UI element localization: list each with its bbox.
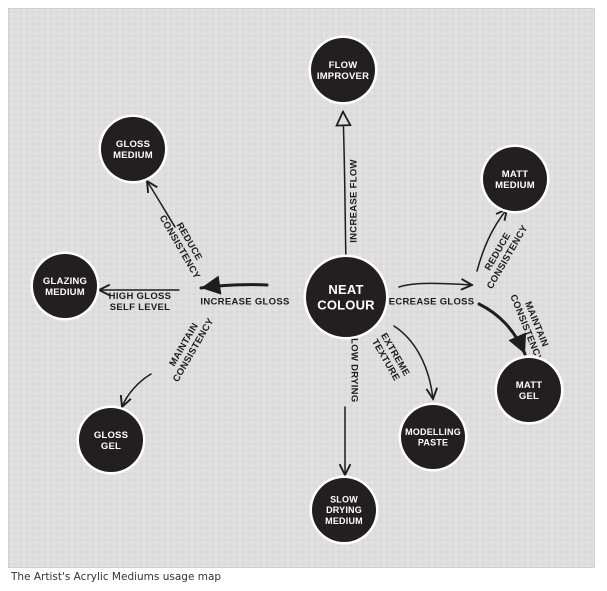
- node-label: DRYING: [326, 505, 362, 515]
- edge-increase-flow-line: [343, 113, 346, 264]
- node-label: GEL: [101, 441, 121, 452]
- edge-label-text: INCREASE FLOW: [349, 159, 360, 243]
- node-label: NEAT: [328, 282, 363, 297]
- edge-label-text: SELF LEVEL: [110, 302, 171, 313]
- node-label: SLOW: [330, 495, 358, 505]
- edge-extreme-texture-line: [393, 325, 433, 399]
- node-label: GEL: [519, 391, 539, 402]
- node-circle: [101, 117, 165, 181]
- node-circle: [33, 254, 97, 318]
- node-label: GLOSS: [94, 430, 128, 441]
- edge-label-text: SLOW DRYING: [349, 331, 360, 402]
- node-circle: [483, 147, 547, 211]
- node-circle: [306, 257, 386, 337]
- edge-reduce-consistency-right-line: [476, 209, 507, 272]
- edge-label-text: DECREASE GLOSS: [382, 297, 475, 308]
- node-label: IMPROVER: [317, 71, 369, 82]
- node-label: COLOUR: [317, 297, 375, 312]
- node-circle: [79, 408, 143, 472]
- node-label: MEDIUM: [325, 516, 363, 526]
- node-label: FLOW: [329, 60, 358, 71]
- node-circle: [311, 38, 375, 102]
- edge-decrease-gloss-line: [398, 283, 472, 287]
- edge-label-increase-flow: INCREASE FLOW: [349, 159, 360, 243]
- diagram-frame: INCREASE FLOW INCREASE GLOSS DECREASE GLOS…: [8, 8, 595, 568]
- node-label: MATT: [502, 169, 528, 180]
- node-circle: [401, 405, 465, 469]
- node-label: GLOSS: [116, 139, 150, 150]
- edge-label-text: INCREASE GLOSS: [200, 297, 289, 308]
- node-label: MATT: [516, 380, 542, 391]
- edge-label-increase-gloss: INCREASE GLOSS: [200, 297, 289, 308]
- node-label: MODELLING: [405, 427, 461, 437]
- edge-reduce-consistency-left-line: [147, 181, 176, 228]
- node-label: MEDIUM: [495, 180, 535, 191]
- edge-maintain-consistency-right-line: [477, 302, 527, 356]
- node-circle: [312, 478, 376, 542]
- edge-label-text: HIGH GLOSS: [109, 291, 172, 302]
- edge-increase-gloss-line: [199, 275, 269, 295]
- node-label: MEDIUM: [113, 150, 153, 161]
- edge-maintain-consistency-left-line: [122, 373, 152, 407]
- node-label: PASTE: [418, 438, 448, 448]
- node-circle: [497, 358, 561, 422]
- usage-map: INCREASE FLOW INCREASE GLOSS DECREASE GLOS…: [9, 9, 594, 567]
- node-label: GLAZING: [43, 276, 87, 287]
- edge-label-slow-drying: SLOW DRYING: [349, 331, 360, 402]
- edge-label-decrease-gloss: DECREASE GLOSS: [382, 297, 475, 308]
- node-label: MEDIUM: [45, 287, 85, 298]
- caption: The Artist's Acrylic Mediums usage map: [11, 571, 222, 583]
